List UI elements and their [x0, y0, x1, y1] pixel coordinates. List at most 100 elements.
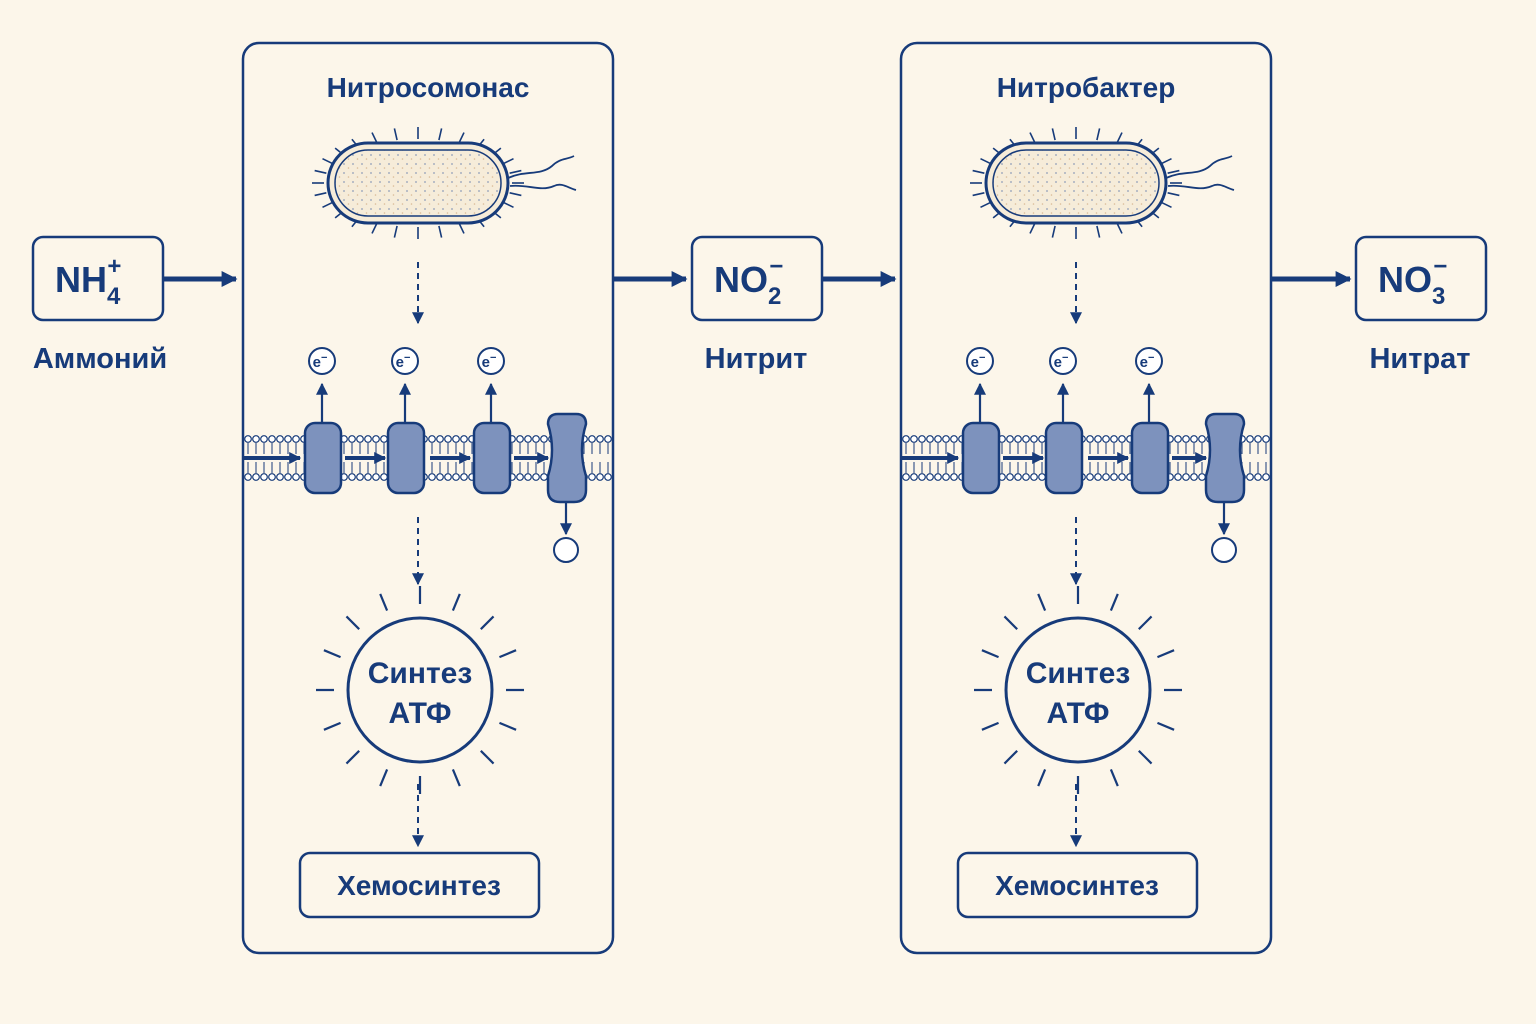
lipid-head: [950, 473, 958, 481]
lipid-head: [444, 435, 452, 443]
atp-label-line1: Синтез: [368, 657, 473, 690]
compound-superscript: −: [1433, 253, 1447, 280]
sun-ray: [981, 649, 999, 659]
lipid-head: [524, 473, 532, 481]
bacterium-icon: [312, 127, 577, 239]
electron-icon: e−: [308, 347, 336, 375]
lipid-head: [934, 435, 942, 443]
svg-text:NO3−: NO3−: [1378, 253, 1447, 310]
lipid-head: [1022, 435, 1030, 443]
lipid-head: [1262, 435, 1270, 443]
lipid-head: [268, 473, 276, 481]
sun-ray: [323, 721, 341, 731]
lipid-head: [1014, 473, 1022, 481]
electron-charge: −: [1148, 352, 1154, 364]
compound-superscript: +: [107, 253, 121, 280]
electron-circle: [1049, 347, 1077, 375]
sun-ray: [1138, 615, 1153, 630]
lipid-head: [428, 473, 436, 481]
sun-ray: [379, 593, 389, 611]
lipid-head: [1006, 435, 1014, 443]
atp-synthesis-sun-icon: [316, 586, 524, 794]
bacterium-pilus: [509, 192, 522, 197]
lipid-head: [1262, 473, 1270, 481]
lipid-head: [1038, 435, 1046, 443]
compound-subscript: 3: [1432, 283, 1445, 310]
chemosynthesis-box: [956, 851, 1199, 919]
lipid-head: [372, 435, 380, 443]
lipid-head: [1030, 435, 1038, 443]
transport-protein: [961, 421, 1001, 495]
electron-label: e−: [313, 352, 328, 371]
lipid-head: [902, 435, 910, 443]
compound-ammonium: NH4+ Аммоний: [31, 235, 167, 375]
sun-ray: [345, 750, 360, 765]
lipid-head: [268, 435, 276, 443]
lipid-head: [596, 473, 604, 481]
lipid-head: [532, 435, 540, 443]
electron-charge: −: [1062, 352, 1068, 364]
lipid-head: [926, 435, 934, 443]
sun-ray: [451, 593, 461, 611]
lipid-head: [588, 473, 596, 481]
electron-symbol: e: [1140, 354, 1148, 371]
compound-nitrate: NO3− Нитрат: [1354, 235, 1488, 375]
panel-frame: [241, 41, 615, 955]
lipid-head: [926, 473, 934, 481]
sun-ray: [1037, 769, 1047, 787]
panel-frame: [899, 41, 1273, 955]
electron-charge: −: [490, 352, 496, 364]
bacterium-pilus: [393, 128, 398, 141]
sun-circle: [346, 616, 494, 764]
electron-circle: [308, 347, 336, 375]
lipid-head: [348, 473, 356, 481]
transport-protein: [1044, 421, 1084, 495]
chemosynthesis-label: Хемосинтез: [995, 870, 1159, 901]
bacterium-pilus: [314, 192, 327, 197]
lipid-head: [524, 435, 532, 443]
lipid-head: [292, 435, 300, 443]
compound-name: Нитрат: [1369, 343, 1470, 375]
bacterium-flagellum: [1165, 155, 1233, 179]
bacterium-pilus: [509, 169, 522, 174]
electron-icon: e−: [391, 347, 419, 375]
compound-name: Нитрит: [705, 343, 808, 375]
electron-icon: e−: [477, 347, 505, 375]
panel-title: Нитросомонас: [327, 72, 530, 103]
transport-protein: [1130, 421, 1170, 495]
electron-symbol: e: [1054, 354, 1062, 371]
electron-label: e−: [1140, 352, 1155, 371]
bacterium-flagellum: [507, 155, 575, 179]
bacterium-pilus: [438, 225, 443, 238]
compound-box: [1354, 235, 1488, 322]
chemosynthesis-label: Хемосинтез: [337, 870, 501, 901]
lipid-head: [604, 473, 612, 481]
lipid-head: [460, 473, 468, 481]
lipid-head: [1118, 435, 1126, 443]
lipid-head: [1174, 435, 1182, 443]
lipid-head: [1246, 435, 1254, 443]
lipid-head: [540, 435, 548, 443]
atp-synthase-protein: [546, 412, 588, 504]
lipid-head: [364, 435, 372, 443]
lipid-head: [1182, 473, 1190, 481]
compound-name: Аммоний: [33, 343, 167, 375]
sun-ray: [1037, 593, 1047, 611]
lipid-head: [604, 435, 612, 443]
svg-text:NH4+: NH4+: [55, 253, 121, 310]
lipid-head: [1006, 473, 1014, 481]
lipid-head: [356, 435, 364, 443]
lipid-head: [950, 435, 958, 443]
electron-circle: [477, 347, 505, 375]
compound-formula: NH: [55, 259, 107, 300]
electron-label: e−: [1054, 352, 1069, 371]
electron-symbol: e: [971, 354, 979, 371]
lipid-head: [1182, 435, 1190, 443]
bacteria-panels: Нитросомонасe−e−e−СинтезАТФХемосинтезНит…: [241, 41, 1273, 955]
sun-ray: [379, 769, 389, 787]
compound-superscript: −: [769, 253, 783, 280]
sun-ray: [1157, 649, 1175, 659]
